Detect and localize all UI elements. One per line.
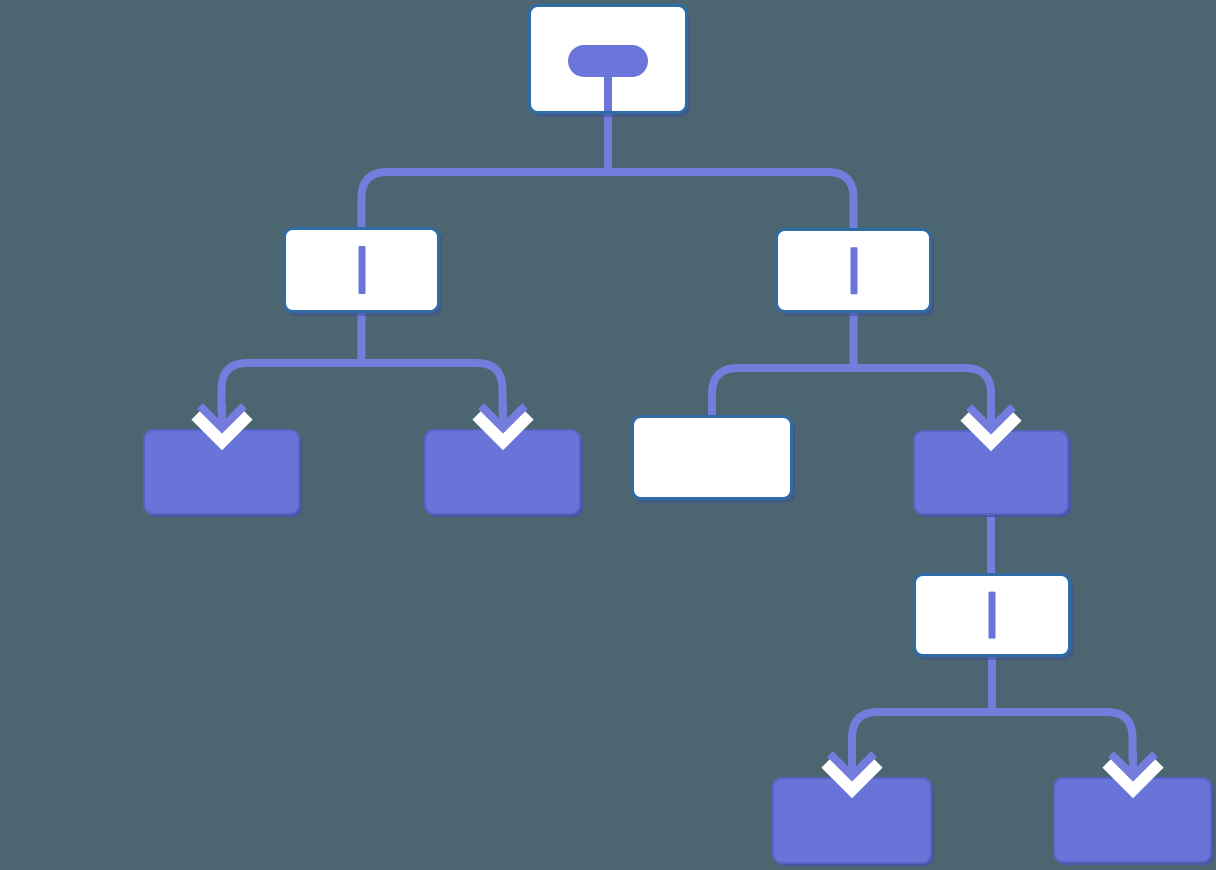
branch-node-sub[interactable] (913, 573, 1071, 657)
vertical-line-icon (988, 591, 996, 639)
collapsed-node-purple[interactable] (913, 430, 1069, 515)
pill-icon (568, 45, 648, 77)
pill-stem-icon (604, 73, 612, 111)
leaf-node-white[interactable] (631, 415, 793, 500)
branch-node-right[interactable] (775, 228, 932, 313)
vertical-line-icon (850, 246, 857, 295)
branch-node-left[interactable] (283, 227, 440, 313)
leaf-node-purple-1[interactable] (143, 429, 300, 515)
root-node[interactable] (528, 4, 688, 114)
leaf-node-purple-2[interactable] (424, 429, 581, 515)
vertical-line-icon (358, 246, 365, 294)
leaf-node-purple-4[interactable] (1053, 777, 1212, 863)
leaf-node-purple-3[interactable] (772, 777, 932, 864)
